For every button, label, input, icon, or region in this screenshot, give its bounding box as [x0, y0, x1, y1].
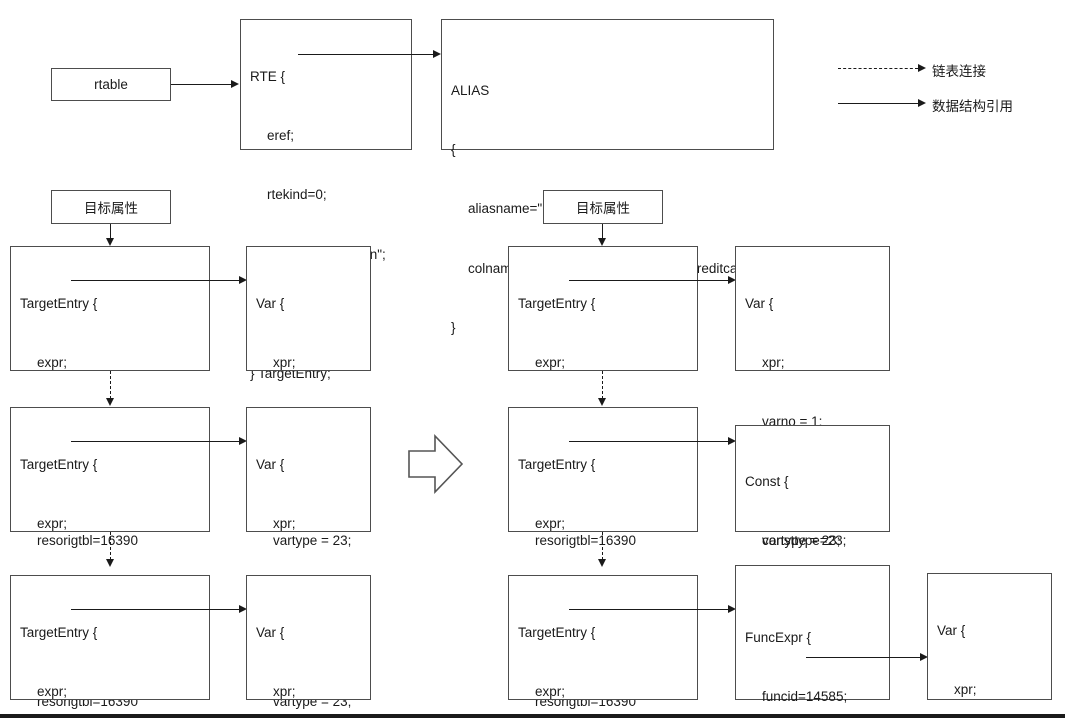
rtable-box: rtable: [51, 68, 171, 101]
left-te3-line-0: TargetEntry {: [20, 624, 98, 640]
alias-line-0: ALIAS: [451, 82, 490, 98]
legend-solid-line: [838, 103, 918, 104]
funcexpr-args-to-var-arrowhead: [920, 652, 928, 661]
left-te2-line-0: TargetEntry {: [20, 456, 98, 472]
right-header-arrowhead: [597, 238, 606, 246]
right-te3-to-funcexpr-line: [569, 609, 728, 610]
rtable-label: rtable: [94, 77, 128, 92]
right-te2-line-1: expr;: [535, 515, 566, 531]
left-header-box: 目标属性: [51, 190, 171, 224]
left-te1-line-1: expr;: [37, 354, 68, 370]
alias-line-1: {: [451, 141, 456, 157]
funcexpr-args-to-var-line: [806, 657, 920, 658]
left-var1-line-4: vartype = 23;: [273, 533, 352, 549]
right-te3-line-0: TargetEntry {: [518, 624, 596, 640]
left-var2-line-1: xpr;: [273, 515, 296, 531]
left-header-label: 目标属性: [84, 201, 138, 216]
left-var3-line-1: xpr;: [273, 683, 296, 699]
right-te1-to-var1-arrowhead: [728, 275, 736, 284]
left-te1-to-var1-line: [71, 280, 239, 281]
right-header-box: 目标属性: [543, 190, 663, 224]
eref-to-alias-line: [298, 54, 433, 55]
bottom-rule: [0, 714, 1065, 718]
right-funcexpr-3: FuncExpr { funcid=14585; funcresulttype=…: [735, 565, 890, 704]
right-te2-to-const-line: [569, 441, 728, 442]
right-te1-line-1: expr;: [535, 354, 566, 370]
right-te1-line-4: resorigtbl=16390: [535, 533, 636, 549]
right-te2-to-const-arrowhead: [728, 436, 736, 445]
left-targetentry-2: TargetEntry { expr; resno = 2; resname =…: [10, 407, 210, 709]
legend-dashed-label: 链表连接: [932, 64, 986, 79]
right-var-1: Var { xpr; varno = 1; varattno = 1; vart…: [735, 246, 890, 608]
legend-solid-label: 数据结构引用: [932, 99, 1013, 114]
rtable-to-rte-arrowhead: [231, 79, 239, 88]
left-link-1-2: [110, 371, 111, 399]
right-link-2-3-arrowhead: [597, 559, 606, 567]
right-te3-to-funcexpr-arrowhead: [728, 604, 736, 613]
left-link-2-3: [110, 532, 111, 560]
right-targetentry-2: TargetEntry { expr; resno = 2; resname =…: [508, 407, 698, 709]
right-link-1-2: [602, 371, 603, 399]
left-link-1-2-arrowhead: [105, 398, 114, 406]
right-var1-line-0: Var {: [745, 295, 774, 311]
left-te1-line-4: resorigtbl=16390: [37, 533, 138, 549]
eref-to-alias-arrowhead: [433, 49, 441, 58]
right-targetentry-1: TargetEntry { expr; resno = 1; resname =…: [508, 246, 698, 608]
right-te2-line-0: TargetEntry {: [518, 456, 596, 472]
right-header-label: 目标属性: [576, 201, 630, 216]
left-var-2: Var { xpr; varno = 1; varattno = 4; vart…: [246, 407, 371, 709]
right-const-line-1: consttype=23;: [762, 532, 847, 548]
right-const-line-0: Const {: [745, 473, 789, 489]
transform-block-arrow: [408, 434, 464, 494]
left-te1-to-var1-arrowhead: [239, 275, 247, 284]
right-func-line-0: FuncExpr {: [745, 629, 812, 645]
left-var2-line-0: Var {: [256, 456, 285, 472]
left-te2-line-1: expr;: [37, 515, 68, 531]
right-var1-line-1: xpr;: [762, 354, 785, 370]
right-var-extra: Var { xpr; varno = 1; varattno = 5; vart…: [927, 573, 1052, 700]
right-func-line-1: funcid=14585;: [762, 688, 848, 704]
right-link-1-2-arrowhead: [597, 398, 606, 406]
rte-line-2: rtekind=0;: [267, 187, 327, 203]
right-link-2-3: [602, 532, 603, 560]
left-var3-line-0: Var {: [256, 624, 285, 640]
left-targetentry-1: TargetEntry { expr; resno = 1; resname =…: [10, 246, 210, 608]
left-var-1: Var { xpr; varno = 1; varattno = 1; vart…: [246, 246, 371, 608]
left-var1-line-1: xpr;: [273, 354, 296, 370]
right-const-2: Const { consttype=23; constvalue=4; } Va…: [735, 425, 890, 667]
alias-box: ALIAS { aliasname="person" colnames ( id…: [441, 19, 774, 335]
left-te3-line-1: expr;: [37, 683, 68, 699]
left-link-2-3-arrowhead: [105, 559, 114, 567]
rte-box: RTE { eref; rtekind=0; relname = "person…: [240, 19, 412, 381]
right-targetentry-3: TargetEntry { expr; resno = 3; resname =…: [508, 575, 698, 700]
left-te2-to-var2-arrowhead: [239, 436, 247, 445]
left-var-3: Var { xpr; varno = 1; varattno = 5; vart…: [246, 575, 371, 700]
left-targetentry-3: TargetEntry { expr; resno = 3; resname =…: [10, 575, 210, 700]
right-te1-line-0: TargetEntry {: [518, 295, 596, 311]
left-te1-line-0: TargetEntry {: [20, 295, 98, 311]
legend-dashed-arrowhead: [918, 63, 926, 72]
alias-line-4: }: [451, 320, 456, 336]
right-var1-line-4: vartype = 23;: [762, 533, 841, 549]
rte-line-1: eref;: [267, 127, 295, 143]
right-te1-to-var1-line: [569, 280, 728, 281]
right-te3-line-1: expr;: [535, 683, 566, 699]
left-header-arrowhead: [105, 238, 114, 246]
right-header-connector: [602, 224, 603, 240]
legend-dashed-line: [838, 68, 918, 69]
left-te3-to-var3-arrowhead: [239, 604, 247, 613]
legend-solid-arrowhead: [918, 98, 926, 107]
rtable-to-rte-line: [171, 84, 231, 85]
right-varextra-line-1: xpr;: [954, 681, 977, 697]
left-var1-line-0: Var {: [256, 295, 285, 311]
left-te3-to-var3-line: [71, 609, 239, 610]
rte-line-0: RTE {: [250, 68, 286, 84]
left-te2-to-var2-line: [71, 441, 239, 442]
right-varextra-line-0: Var {: [937, 622, 966, 638]
left-header-connector: [110, 224, 111, 240]
